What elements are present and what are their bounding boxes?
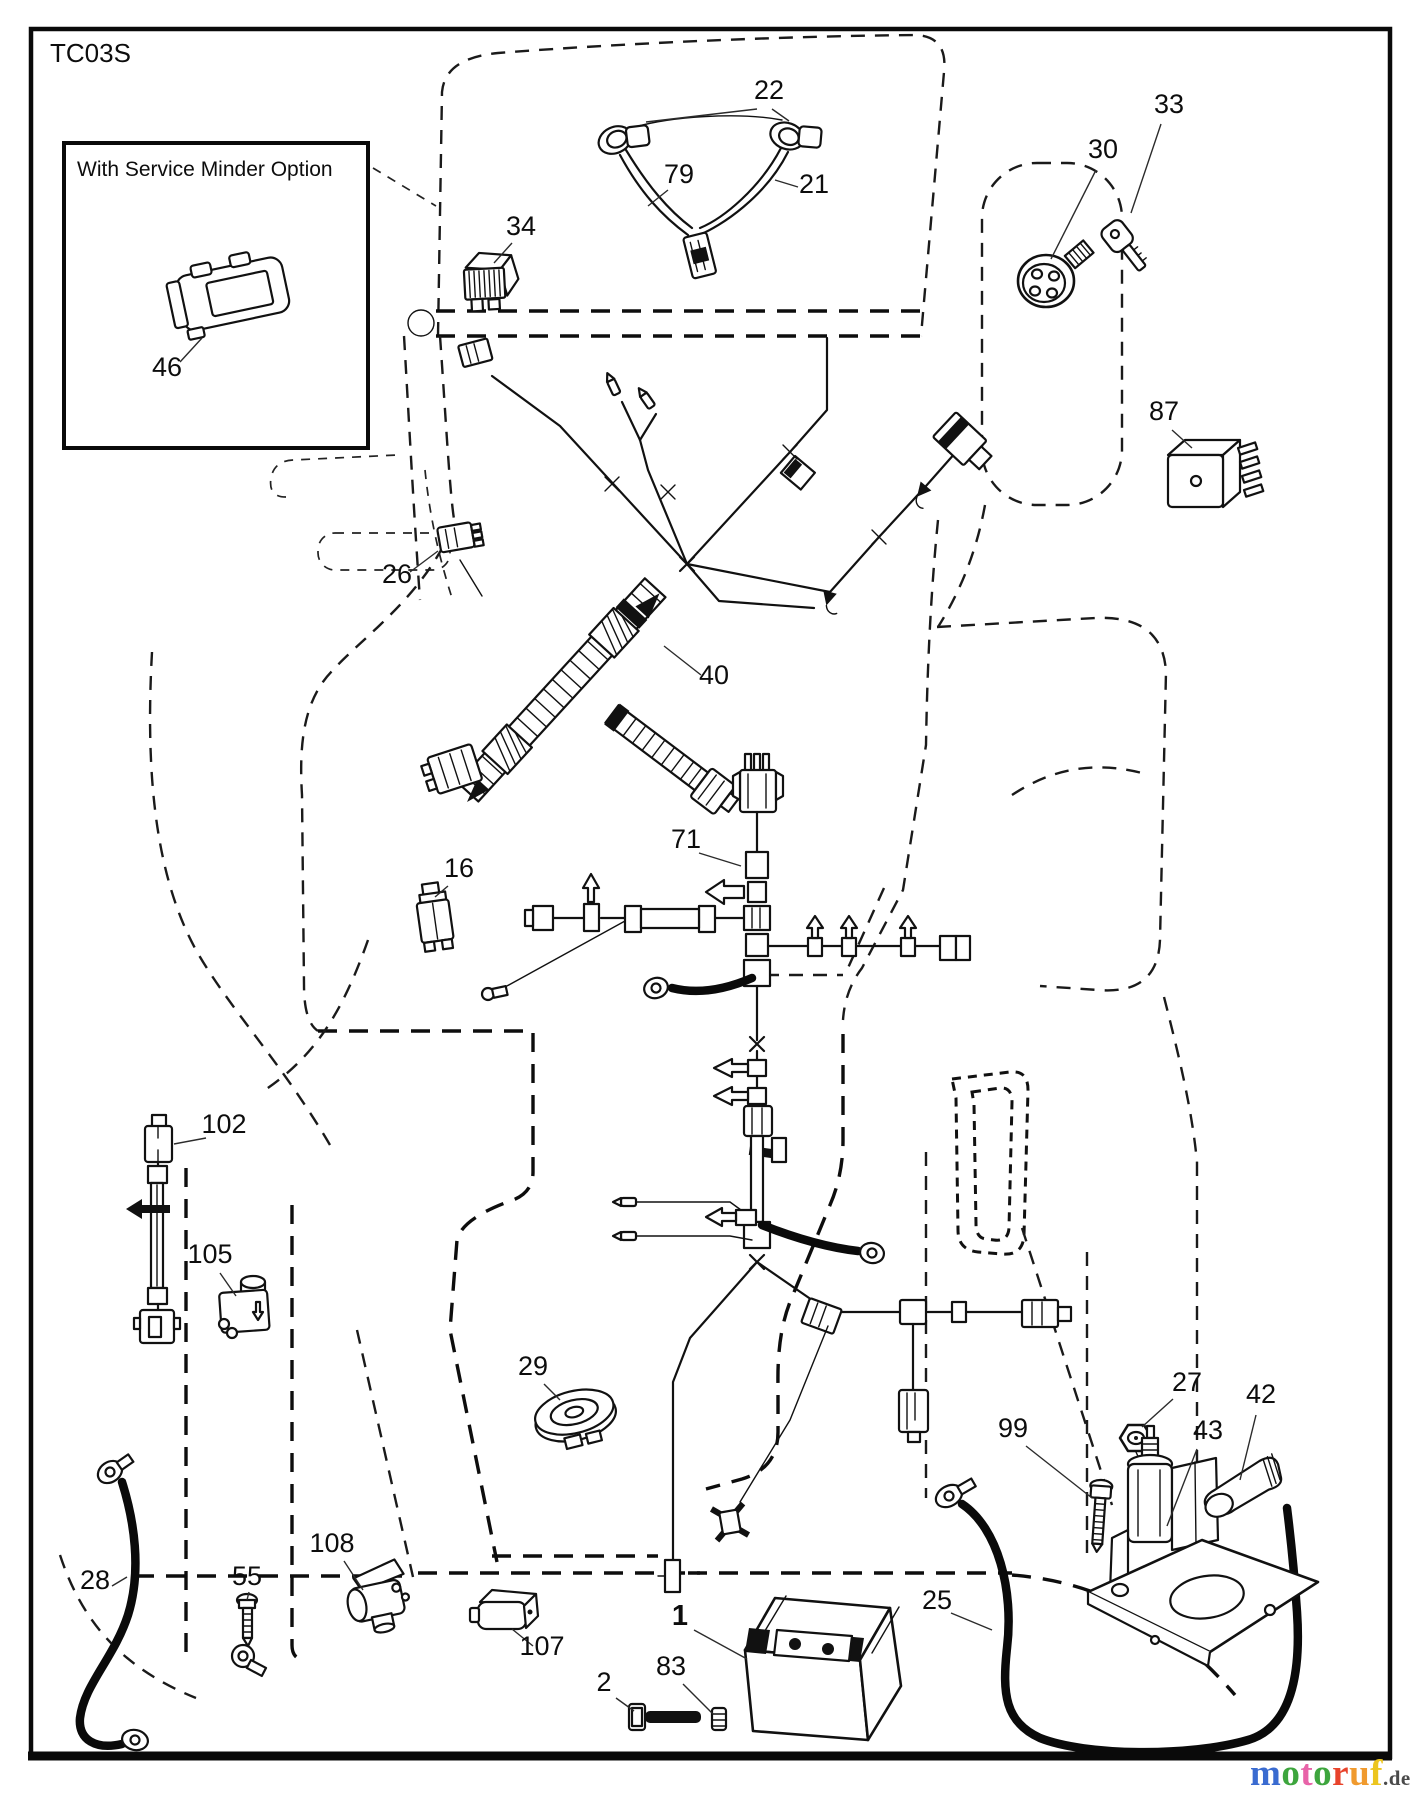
- part-label-30: 30: [1088, 134, 1118, 164]
- part-label-29: 29: [518, 1351, 548, 1381]
- part-label-105: 105: [187, 1239, 232, 1269]
- part-label-27: 27: [1172, 1367, 1202, 1397]
- watermark: motoruf.de: [1250, 1752, 1411, 1795]
- harness-71-drawing: [480, 752, 1073, 1594]
- inset-box: With Service Minder Option: [62, 141, 370, 450]
- bolt-2-drawing: [627, 1702, 701, 1732]
- ignition-switch-drawing: [1016, 239, 1095, 309]
- part-label-55: 55: [232, 1561, 262, 1591]
- watermark-letter: m: [1250, 1753, 1282, 1794]
- fuse-assembly-102-drawing: [126, 1113, 182, 1345]
- part-label-87: 87: [1149, 396, 1179, 426]
- inset-box-title: With Service Minder Option: [77, 158, 333, 181]
- part-label-21: 21: [799, 169, 829, 199]
- tractor-outline: [58, 33, 1237, 1700]
- watermark-letter: o: [1313, 1753, 1333, 1794]
- part-label-46: 46: [152, 352, 182, 382]
- watermark-suffix: .de: [1383, 1766, 1411, 1790]
- watermark-letter: r: [1332, 1753, 1350, 1794]
- part-label-99: 99: [998, 1413, 1028, 1443]
- part-label-33: 33: [1154, 89, 1184, 119]
- part-label-107: 107: [519, 1631, 564, 1661]
- battery-cable-28-drawing: [75, 1453, 149, 1752]
- watermark-letter: t: [1300, 1753, 1314, 1794]
- service-minder-module-drawing: [165, 251, 291, 341]
- key-drawing: [1100, 219, 1147, 272]
- part-label-2: 2: [596, 1667, 611, 1697]
- switch-34-drawing: [462, 251, 520, 313]
- part-label-42: 42: [1246, 1379, 1276, 1409]
- connector-26-drawing: [436, 521, 485, 597]
- part-label-34: 34: [506, 211, 536, 241]
- part-label-43: 43: [1193, 1415, 1223, 1445]
- part-label-71: 71: [671, 824, 701, 854]
- battery-cable-25-drawing: [934, 1477, 1303, 1757]
- relay-87-drawing: [1166, 438, 1265, 509]
- watermark-letter: f: [1370, 1753, 1383, 1794]
- battery-drawing: [743, 1595, 903, 1742]
- switch-16-drawing: [415, 881, 455, 953]
- screw-55-drawing: [230, 1592, 268, 1678]
- part-label-108: 108: [309, 1528, 354, 1558]
- part-labels: 22 79 21 34 30 33 87 46 26 40 16 71 102 …: [80, 75, 1276, 1715]
- part-label-26: 26: [382, 559, 412, 589]
- part-label-79: 79: [664, 159, 694, 189]
- nut-83-drawing: [710, 1706, 728, 1732]
- part-label-1: 1: [672, 1600, 688, 1632]
- starter-mount-43-drawing: [1086, 1424, 1320, 1668]
- main-harness-40-drawing: [420, 336, 993, 815]
- bolt-99-drawing: [1089, 1478, 1114, 1553]
- part-label-40: 40: [699, 660, 729, 690]
- diagram-code: TC03S: [50, 38, 131, 68]
- part-label-16: 16: [444, 853, 474, 883]
- solenoid-105-drawing: [217, 1274, 271, 1340]
- terminal-boot-42-drawing: [1203, 1453, 1283, 1518]
- headlight-harness-drawing: [597, 115, 823, 280]
- part-label-28: 28: [80, 1565, 110, 1595]
- part-label-83: 83: [656, 1651, 686, 1681]
- part-label-25: 25: [922, 1585, 952, 1615]
- horn-29-drawing: [534, 1388, 617, 1451]
- starter-solenoid-108-drawing: [346, 1558, 411, 1634]
- watermark-letter: o: [1281, 1753, 1301, 1794]
- watermark-letter: u: [1349, 1753, 1371, 1794]
- part-label-102: 102: [201, 1109, 246, 1139]
- part-label-22: 22: [754, 75, 784, 105]
- hourmeter-107-drawing: [468, 1588, 540, 1631]
